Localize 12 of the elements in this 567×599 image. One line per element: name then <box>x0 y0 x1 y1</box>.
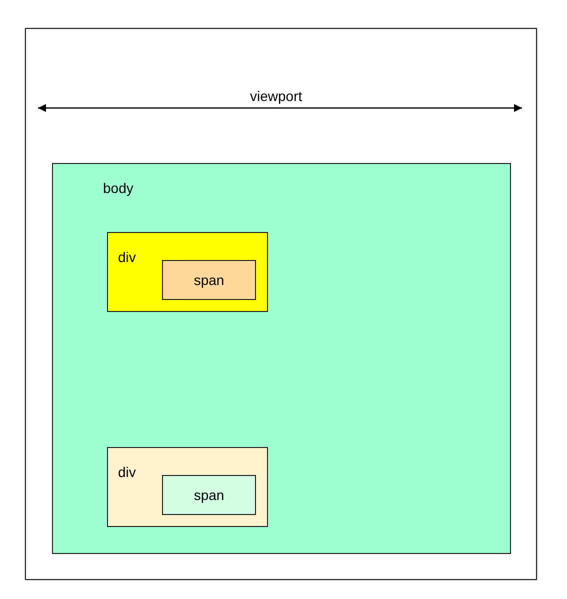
element-name: div <box>118 465 136 479</box>
element-name: span <box>194 488 224 502</box>
element-box <box>107 447 268 527</box>
viewport-frame <box>25 28 537 580</box>
element-name: span <box>194 273 224 287</box>
element-box <box>162 475 256 515</box>
element-box <box>52 163 511 554</box>
element-name: div <box>118 250 136 264</box>
element-box <box>107 232 268 312</box>
element-box <box>162 260 256 300</box>
dimension-label: viewport <box>250 89 302 103</box>
element-name: body <box>103 181 134 195</box>
